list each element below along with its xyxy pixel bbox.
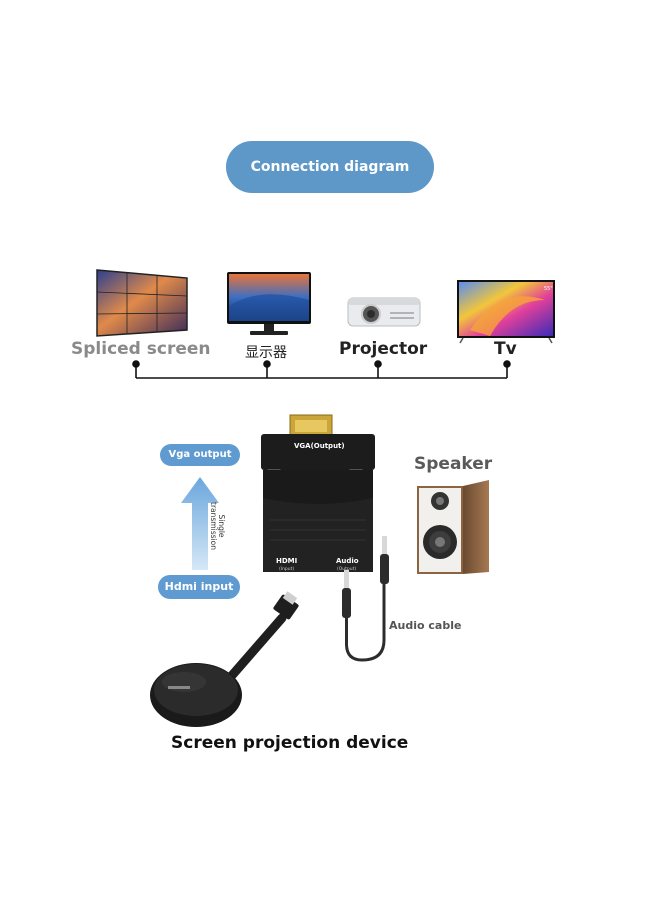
hdmi-input-pill: Hdmi input bbox=[158, 575, 240, 599]
spliced-screen-icon bbox=[96, 269, 188, 337]
vga-output-pill: Vga output bbox=[160, 444, 240, 466]
transmission-note-line2: transmission bbox=[209, 502, 218, 550]
hdmi-input-port-label: HDMI bbox=[276, 557, 297, 565]
speaker-label: Speaker bbox=[414, 454, 493, 474]
hdmi-input-port-sublabel: (Input) bbox=[279, 566, 294, 572]
transmission-arrow bbox=[181, 477, 219, 570]
connector-bracket bbox=[132, 360, 511, 379]
source-device-label: Screen projection device bbox=[171, 733, 409, 753]
wireless-dongle-icon bbox=[150, 591, 299, 727]
diagram-title: Connection diagram bbox=[226, 141, 434, 193]
device-label-monitor: 显示器 bbox=[245, 345, 287, 361]
device-label-projector: Projector bbox=[339, 339, 428, 359]
audio-cable-label: Audio cable bbox=[389, 619, 462, 632]
projector-icon bbox=[347, 297, 421, 327]
audio-output-port-sublabel: (Output) bbox=[337, 566, 356, 572]
tv-size-badge: 55" bbox=[544, 286, 553, 292]
device-label-spliced-screen: Spliced screen bbox=[71, 339, 211, 359]
audio-jack-icon bbox=[342, 536, 389, 662]
speaker-icon bbox=[417, 480, 489, 574]
vga-output-port-label: VGA(Output) bbox=[294, 442, 345, 450]
tv-icon: 55" bbox=[457, 280, 555, 344]
transmission-note-line1: Single bbox=[217, 514, 226, 538]
audio-output-port-label: Audio bbox=[336, 557, 359, 565]
device-label-tv: Tv bbox=[494, 339, 517, 359]
transmission-note: Single transmission bbox=[209, 491, 226, 561]
monitor-icon bbox=[227, 272, 311, 335]
vga-hdmi-adapter-icon: VGA(Output) HDMI (Input) Audio (Output) bbox=[261, 414, 375, 572]
